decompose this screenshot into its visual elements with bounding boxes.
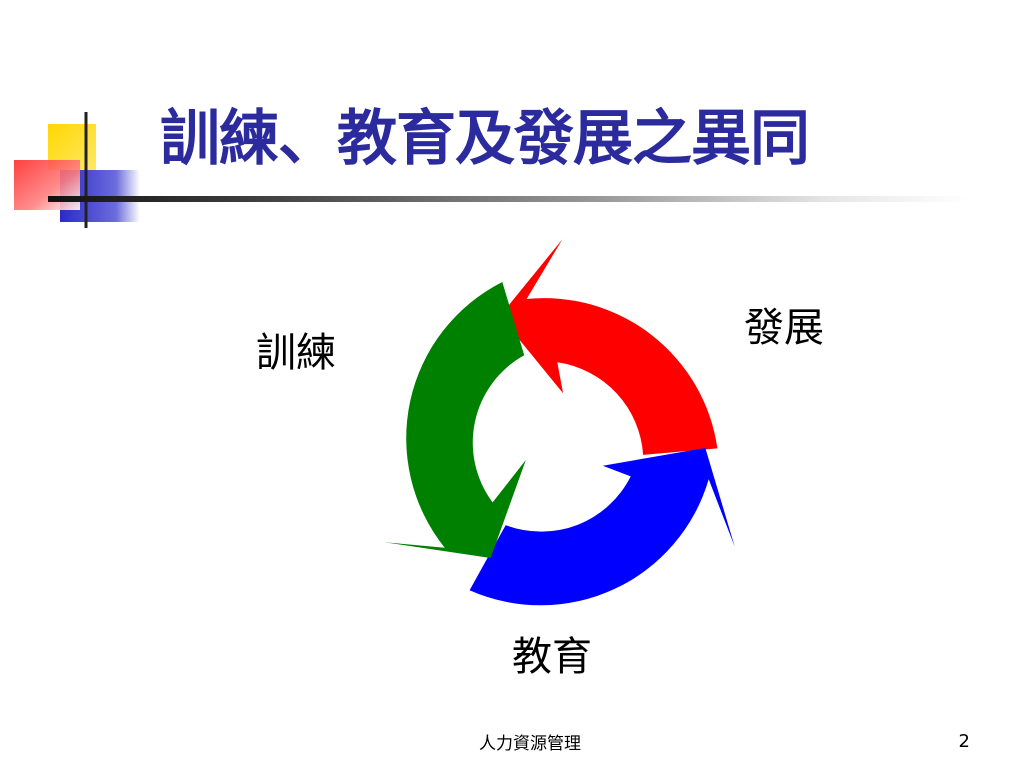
- page-number: 2: [958, 731, 970, 752]
- slide-title: 訓練、教育及發展之異同: [160, 104, 810, 174]
- corner-decoration: [14, 112, 140, 228]
- footer-text: 人力資源管理: [479, 734, 581, 754]
- red-square: [14, 160, 80, 210]
- label-training: 訓練: [256, 330, 336, 376]
- training-arrow: [384, 282, 526, 558]
- label-education: 教育: [512, 634, 592, 680]
- cycle-diagram: [384, 239, 735, 606]
- label-development: 發展: [744, 305, 824, 351]
- title-underline: [48, 196, 968, 202]
- education-arrow: [469, 447, 735, 606]
- development-arrow: [500, 239, 718, 455]
